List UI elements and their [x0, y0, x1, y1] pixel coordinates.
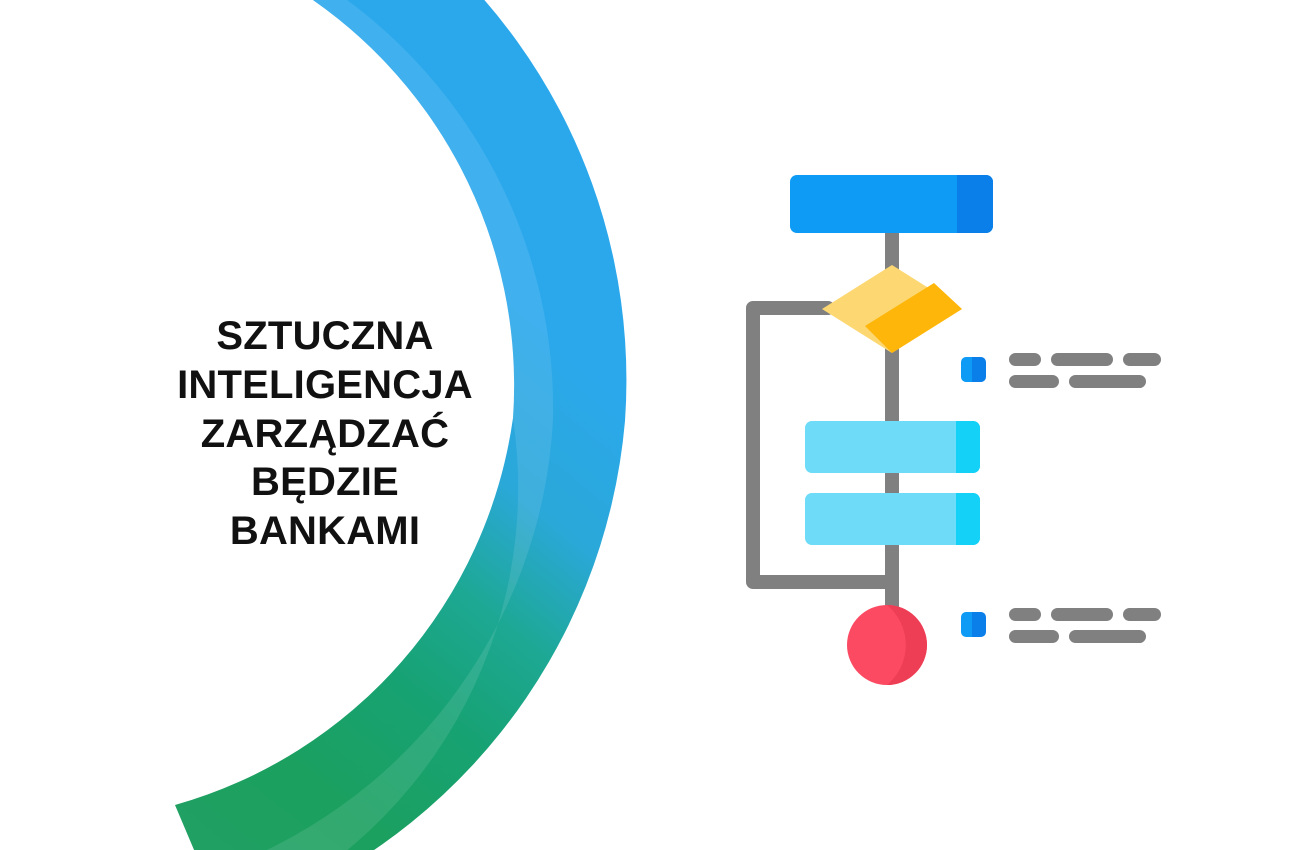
legend-text-row — [1009, 608, 1161, 621]
legend-item-1[interactable] — [961, 353, 1161, 388]
flow-node-start[interactable] — [790, 175, 993, 233]
legend-text-bar — [1069, 375, 1146, 388]
legend-swatch-light — [961, 612, 972, 637]
legend-placeholder-text — [1009, 608, 1161, 643]
legend-text-bar — [1009, 630, 1059, 643]
connector-decision-to-process1 — [885, 344, 899, 434]
connector-process1-to-process2 — [885, 467, 899, 499]
gradient-arc — [175, 0, 627, 850]
legend-placeholder-text — [1009, 353, 1161, 388]
legend-text-row — [1009, 375, 1161, 388]
flow-node-start-accent — [957, 175, 993, 233]
legend-swatch-icon — [961, 612, 986, 637]
connector-start-to-decision — [885, 226, 899, 274]
legend-swatch-icon — [961, 357, 986, 382]
page-title: SZTUCZNA INTELIGENCJA ZARZĄDZAĆ BĘDZIE B… — [177, 314, 473, 554]
legend-text-row — [1009, 353, 1161, 366]
flowchart-illustration — [700, 130, 1260, 730]
legend-swatch-dark — [972, 357, 986, 382]
flow-node-process-2-body — [805, 493, 980, 545]
arc-highlight — [266, 0, 554, 850]
flow-node-end[interactable] — [847, 605, 927, 685]
flow-node-process-1[interactable] — [805, 421, 980, 473]
flow-node-decision-accent — [865, 283, 962, 353]
connector-loopback — [746, 301, 899, 632]
arc-ring — [175, 0, 627, 850]
legend-swatch-dark — [972, 612, 986, 637]
legend-text-bar — [1051, 353, 1113, 366]
legend-text-bar — [1009, 353, 1041, 366]
flow-node-process-2-accent — [956, 493, 980, 545]
flow-node-process-1-body — [805, 421, 980, 473]
legend-text-row — [1009, 630, 1161, 643]
legend-text-bar — [1009, 608, 1041, 621]
legend-item-2[interactable] — [961, 608, 1161, 643]
flow-node-process-2[interactable] — [805, 493, 980, 545]
legend-text-bar — [1123, 353, 1161, 366]
legend-text-bar — [1123, 608, 1161, 621]
flow-node-decision[interactable] — [822, 265, 962, 353]
legend-text-bar — [1069, 630, 1146, 643]
legend-text-bar — [1051, 608, 1113, 621]
flow-node-end-accent — [887, 605, 927, 685]
legend-swatch-light — [961, 357, 972, 382]
legend-text-bar — [1009, 375, 1059, 388]
flow-node-process-1-accent — [956, 421, 980, 473]
